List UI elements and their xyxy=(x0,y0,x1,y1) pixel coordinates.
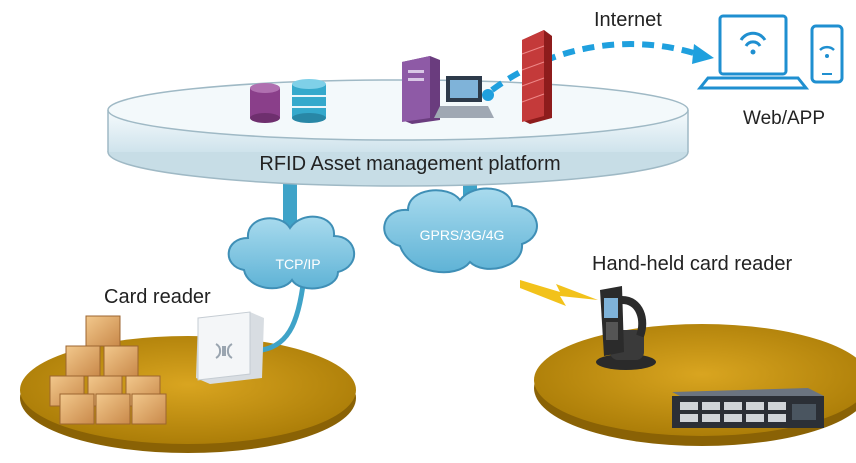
tcp-connector xyxy=(283,175,297,235)
link-node xyxy=(482,89,494,101)
tcp-ip-cloud xyxy=(227,215,356,290)
laptop-wifi-icon xyxy=(696,14,810,90)
platform-label: RFID Asset management platform xyxy=(259,153,560,175)
card-reader-label: Card reader xyxy=(104,286,211,308)
handheld-reader-icon xyxy=(596,286,656,370)
lightning-icon xyxy=(520,280,598,306)
internet-arrow xyxy=(692,44,714,64)
handheld-reader-label: Hand-held card reader xyxy=(592,253,792,275)
desktop-computer-icon xyxy=(434,76,494,118)
smartphone-wifi-icon xyxy=(810,24,844,84)
gprs-cloud xyxy=(383,187,538,274)
database-stack-icon xyxy=(292,79,326,123)
firewall-icon xyxy=(521,30,552,124)
platform-disc xyxy=(107,79,689,187)
rack-server-icon xyxy=(672,388,824,428)
tcp-ip-label: TCP/IP xyxy=(275,256,320,272)
box-stack-icon xyxy=(49,315,167,425)
internet-label: Internet xyxy=(594,9,662,31)
server-tower-icon xyxy=(402,56,440,124)
web-app-label: Web/APP xyxy=(743,108,825,129)
database-icon xyxy=(250,83,280,123)
rfid-reader-icon xyxy=(196,311,264,384)
internet-link xyxy=(490,41,701,93)
gprs-label: GPRS/3G/4G xyxy=(420,227,505,243)
